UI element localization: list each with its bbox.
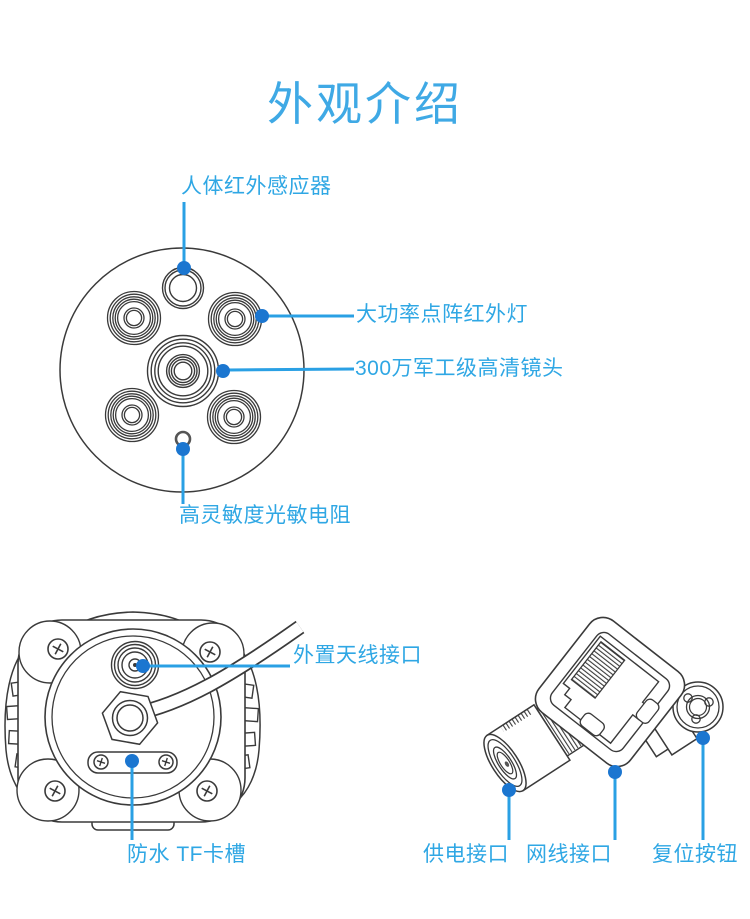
page-title: 外观介绍 <box>267 78 463 130</box>
front-leader-lines <box>181 202 355 504</box>
cable-connectors-drawing <box>483 616 724 840</box>
camera-back-view-drawing <box>4 611 305 840</box>
back-leader-lines <box>130 664 290 840</box>
label-tf-slot: 防水 TF卡槽 <box>127 843 246 866</box>
cable-gland <box>101 690 159 746</box>
label-photoresistor: 高灵敏度光敏电阻 <box>179 504 351 527</box>
label-hd-lens: 300万军工级高清镜头 <box>355 357 564 380</box>
hd-lens <box>146 334 220 408</box>
label-power-port: 供电接口 <box>423 843 509 866</box>
label-reset-button: 复位按钮 <box>652 843 738 866</box>
camera-front-view-drawing <box>59 202 355 504</box>
label-ir-led: 大功率点阵红外灯 <box>356 303 528 326</box>
label-network-port: 网线接口 <box>526 843 612 866</box>
rj45-connector <box>534 616 686 768</box>
label-antenna-port: 外置天线接口 <box>293 644 422 667</box>
cable-leader-dots <box>502 731 710 797</box>
label-pir-sensor: 人体红外感应器 <box>181 175 332 198</box>
cable-leader-lines <box>507 740 705 840</box>
back-leader-dots <box>125 659 150 768</box>
front-leader-dots <box>176 261 269 456</box>
